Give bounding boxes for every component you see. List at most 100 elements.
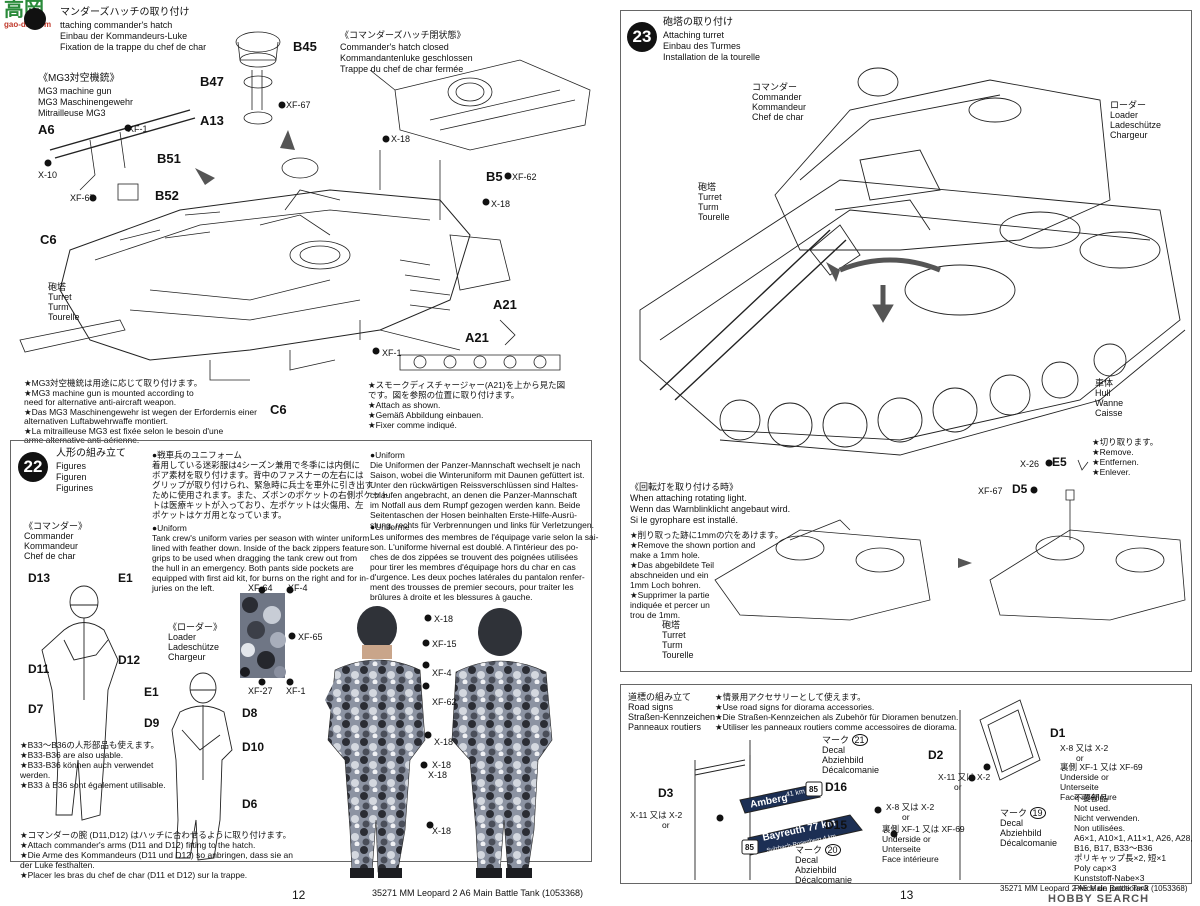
uniform-ja-line: 着用している迷彩服は4シーズン兼用で冬季には内側に	[152, 460, 361, 470]
note-smoke-line: ★スモークディスチャージャー(A21)を上から見た図	[368, 380, 566, 390]
uniform-fr-line: ●Uniforme	[370, 522, 410, 532]
step22-title-de: Figuren	[56, 472, 87, 482]
part-c6b: C6	[270, 402, 287, 417]
instruction-page-13: 23 砲塔の取り付け Attaching turret Einbau des T…	[600, 0, 1200, 906]
decal-19-number: 19	[1029, 807, 1046, 819]
uniform-text-fr: ●Uniforme Les uniformes des membres de l…	[370, 522, 598, 602]
part-d10: D10	[242, 740, 265, 754]
part-b5: B5	[486, 169, 503, 184]
note-mg3-line: need for alternative anti-aircraft weapo…	[24, 397, 177, 407]
uniform-en-line: Tank crew's uniform varies per season wi…	[152, 533, 370, 543]
step23-title-ja: 砲塔の取り付け	[663, 17, 733, 28]
turret-label-en: Turret	[662, 630, 686, 640]
sign-amberg-route: 85	[809, 785, 818, 794]
step22-title-en: Figures	[56, 461, 87, 471]
rotating-light-cut-note: ★切り取ります。 ★Remove. ★Entfernen. ★Enlever.	[1092, 437, 1158, 477]
uniform-de-line: Die Uniformen der Panzer-Mannschaft wech…	[370, 460, 581, 470]
paint-x11-x2-a-or: or	[954, 782, 962, 792]
paint-x11-x2-a-ja: X-11 又は X-2	[938, 772, 991, 782]
decal-20-label: マーク 20 Decal Abziehbild Décalcomanie	[795, 844, 852, 885]
figure-x18d: X-18	[428, 770, 448, 780]
uniform-text-de: ●Uniform Die Uniformen der Panzer-Mannsc…	[370, 450, 594, 530]
road-signs-heading: 道標の組み立て Road signs Straßen-Kennzeichen P…	[628, 692, 715, 732]
step21-illustration	[19, 31, 591, 381]
commander-label-de: Kommandeur	[752, 102, 807, 112]
uniform-en-line: juries on the left.	[152, 583, 215, 593]
paint-x8-x2-b-or: or	[902, 812, 910, 822]
part-d2: D2	[928, 748, 944, 762]
decal-21-en: Decal	[822, 745, 846, 755]
commander-heading-fr: Chef de char	[24, 551, 76, 561]
decal-19-line: マーク 19	[1000, 807, 1057, 819]
hatch-closed-ja: 《コマンダーズハッチ閉状態》	[340, 30, 466, 40]
part-b45: B45	[293, 39, 317, 54]
paint-x11-x2-b-or: or	[662, 820, 670, 830]
rotating-light-fr: Si le gyrophare est installé.	[630, 515, 739, 525]
uniform-ja-line: ポケットはケガ用となっています。	[152, 510, 287, 520]
note-smoke: ★スモークディスチャージャー(A21)を上から見た図 です。図を参照の位置に取り…	[368, 380, 565, 430]
part-xf1b: XF-1	[382, 348, 402, 358]
uniform-de-line: Seitentaschen der Hosen beinhalten Erste…	[370, 510, 577, 520]
decal-21-fr: Décalcomanie	[822, 765, 880, 775]
hull-label-en: Hull	[1095, 388, 1111, 398]
figure-xf62: XF-62	[432, 697, 457, 707]
note-b33-line: ★B33 à B36 sont également utilisable.	[20, 780, 166, 790]
turret-label-de: Turm	[48, 302, 69, 312]
unused-parts-line: Poly cap×3	[1074, 863, 1117, 873]
step22-illustration	[41, 585, 553, 878]
note-arms: ★コマンダーの腕 (D11,D12) はハッチに合わせるように取り付けます。 ★…	[20, 830, 293, 880]
step23-hull-label: 車体 Hull Wanne Caisse	[1095, 378, 1123, 418]
camo-xf1: XF-1	[286, 686, 306, 696]
unused-parts-line: 不要部品	[1074, 793, 1109, 803]
underside-a-ja: 裏側 XF-1 又は XF-69	[1060, 762, 1143, 772]
uniform-en-line: grips to be used when dragging the tank …	[152, 553, 358, 563]
cut-note-line: ★Enlever.	[1092, 467, 1131, 477]
rotating-light-e5: E5	[1052, 455, 1067, 469]
loader-label-ja: ローダー	[1110, 100, 1147, 110]
part-a13: A13	[200, 113, 224, 128]
camo-xf4: XF-4	[288, 583, 308, 593]
road-signs-title-fr: Panneaux routiers	[628, 722, 702, 732]
commander-label-en: Commander	[752, 92, 802, 102]
unused-parts-line: ポリキャップ長×2, 短×1	[1074, 853, 1167, 863]
commander-heading: 《コマンダー》 Commander Kommandeur Chef de cha…	[24, 521, 87, 561]
camo-xf65: XF-65	[298, 632, 323, 642]
uniform-en-line: the hull in an emergency. Both pants sid…	[152, 563, 354, 573]
camo-xf27: XF-27	[248, 686, 273, 696]
step21-title-fr: Fixation de la trappe du chef de char	[60, 42, 207, 52]
loader-heading: 《ローダー》 Loader Ladeschütze Chargeur	[168, 622, 222, 662]
underside-b-en: Underside or	[882, 834, 931, 844]
rotating-light-x26: X-26	[1020, 459, 1040, 469]
decal-19-ja: マーク	[1000, 808, 1028, 818]
part-c6: C6	[40, 232, 57, 247]
note-b33: ★B33〜B36の人形部品も使えます。 ★B33-B36 are also us…	[20, 740, 166, 790]
hatch-closed-de: Kommandantenluke geschlossen	[340, 53, 473, 63]
decal-19-label: マーク 19 Decal Abziehbild Décalcomanie	[1000, 807, 1057, 848]
uniform-fr-line: d'urgence. Les deux poches latérales du …	[370, 572, 585, 582]
unused-parts-line: Kunststoff-Nabe×3	[1074, 873, 1145, 883]
footer-code-left: 35271 MM Leopard 2 A6 Main Battle Tank (…	[372, 888, 583, 898]
paint-x8-x2-b-ja: X-8 又は X-2	[886, 802, 935, 812]
turret-label-fr: Tourelle	[698, 212, 730, 222]
uniform-fr-line: ches de dos zippées se trouvent des poig…	[370, 552, 578, 562]
commander-label-ja: コマンダー	[752, 82, 798, 92]
step22-number: 22	[18, 452, 48, 482]
figure-x18a: X-18	[434, 614, 454, 624]
step23-box	[620, 10, 1192, 672]
uniform-de-line: ●Uniform	[370, 450, 405, 460]
uniform-ja-line: ために使用されます。また、ズボンのポケットの右側ポケット	[152, 490, 390, 500]
part-d12: D12	[118, 653, 141, 667]
underside-a-fr: Face intérieure	[1060, 792, 1117, 802]
unused-parts-line: A6×1, A10×1, A11×1, A26, A28,	[1074, 833, 1193, 843]
uniform-ja-line: グリップが取り付けられ、緊急時に兵士を車外に引き出す	[152, 480, 374, 490]
paint-x8-x2-b: X-8 又は X-2 or	[886, 802, 934, 822]
step23-loader-label: ローダー Loader Ladeschütze Chargeur	[1110, 100, 1161, 140]
step21-number	[24, 8, 46, 30]
rotating-light-d5: D5	[1012, 482, 1028, 496]
paint-x8-x2-a: X-8 又は X-2 or	[1060, 743, 1108, 763]
part-d9: D9	[144, 716, 160, 730]
turret-label-fr: Tourelle	[662, 650, 694, 660]
underside-b-fr: Face intérieure	[882, 854, 939, 864]
decal-20-de: Abziehbild	[795, 865, 837, 875]
cut-note-line: ★Entfernen.	[1092, 457, 1139, 467]
